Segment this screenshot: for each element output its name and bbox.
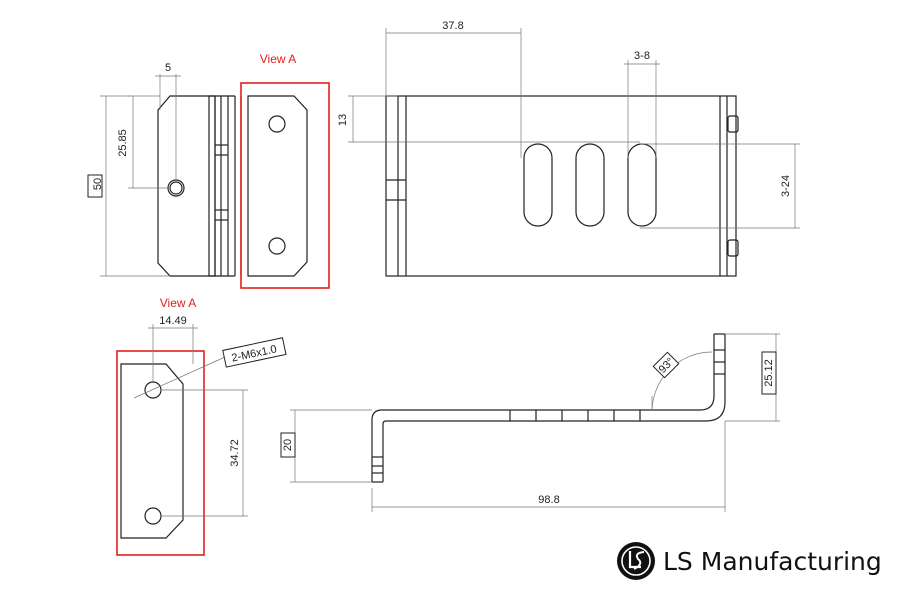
brand-name: LS Manufacturing bbox=[663, 547, 882, 576]
view-a-bottom bbox=[116, 324, 287, 556]
dim-13: 13 bbox=[337, 114, 349, 126]
dim-3-24: 3-24 bbox=[780, 175, 792, 197]
dim-20: 20 bbox=[282, 439, 294, 451]
front-view bbox=[348, 28, 800, 277]
dim-3-8: 3-8 bbox=[634, 50, 650, 62]
dim-25-12: 25.12 bbox=[763, 359, 775, 387]
dim-98-8: 98.8 bbox=[538, 494, 559, 506]
dim-25-85: 25.85 bbox=[117, 129, 129, 157]
dim-5: 5 bbox=[165, 62, 171, 74]
view-a-label-bottom: View A bbox=[160, 296, 196, 310]
profile-view bbox=[280, 333, 780, 512]
left-view bbox=[87, 74, 236, 277]
dim-37-8: 37.8 bbox=[442, 20, 463, 32]
brand-logo bbox=[617, 542, 655, 580]
view-a-top bbox=[240, 82, 330, 289]
dim-34-72: 34.72 bbox=[229, 439, 241, 467]
view-a-label-top: View A bbox=[260, 52, 296, 66]
dim-14-49: 14.49 bbox=[159, 315, 187, 327]
dim-50: 50 bbox=[92, 178, 104, 190]
